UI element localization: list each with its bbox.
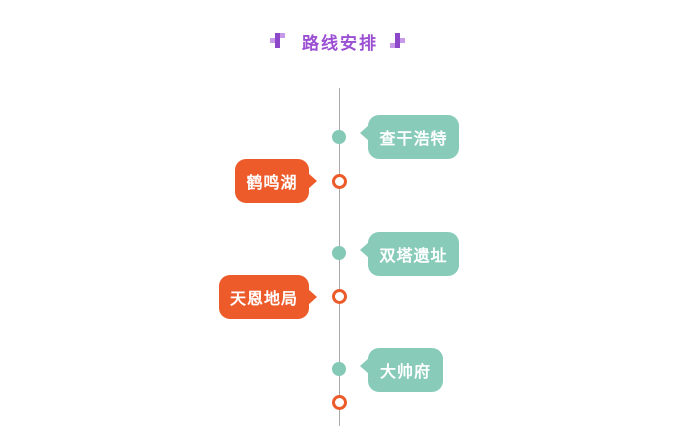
pixel-decoration-icon	[270, 33, 288, 49]
timeline-ring	[332, 395, 347, 410]
stop-label: 天恩地局	[219, 275, 317, 319]
stop-label: 查干浩特	[360, 115, 459, 159]
page-title: 路线安排	[302, 33, 378, 54]
timeline-dot	[332, 362, 346, 376]
pixel-decoration-icon	[390, 33, 408, 49]
timeline-dot	[332, 130, 346, 144]
stop-label: 大帅府	[360, 348, 443, 392]
timeline-dot	[332, 246, 346, 260]
timeline-ring	[332, 289, 347, 304]
section-header: 路线安排	[0, 24, 680, 58]
stop-label: 双塔遗址	[360, 232, 459, 276]
timeline-ring	[332, 174, 347, 189]
stop-label: 鹤鸣湖	[235, 159, 317, 203]
